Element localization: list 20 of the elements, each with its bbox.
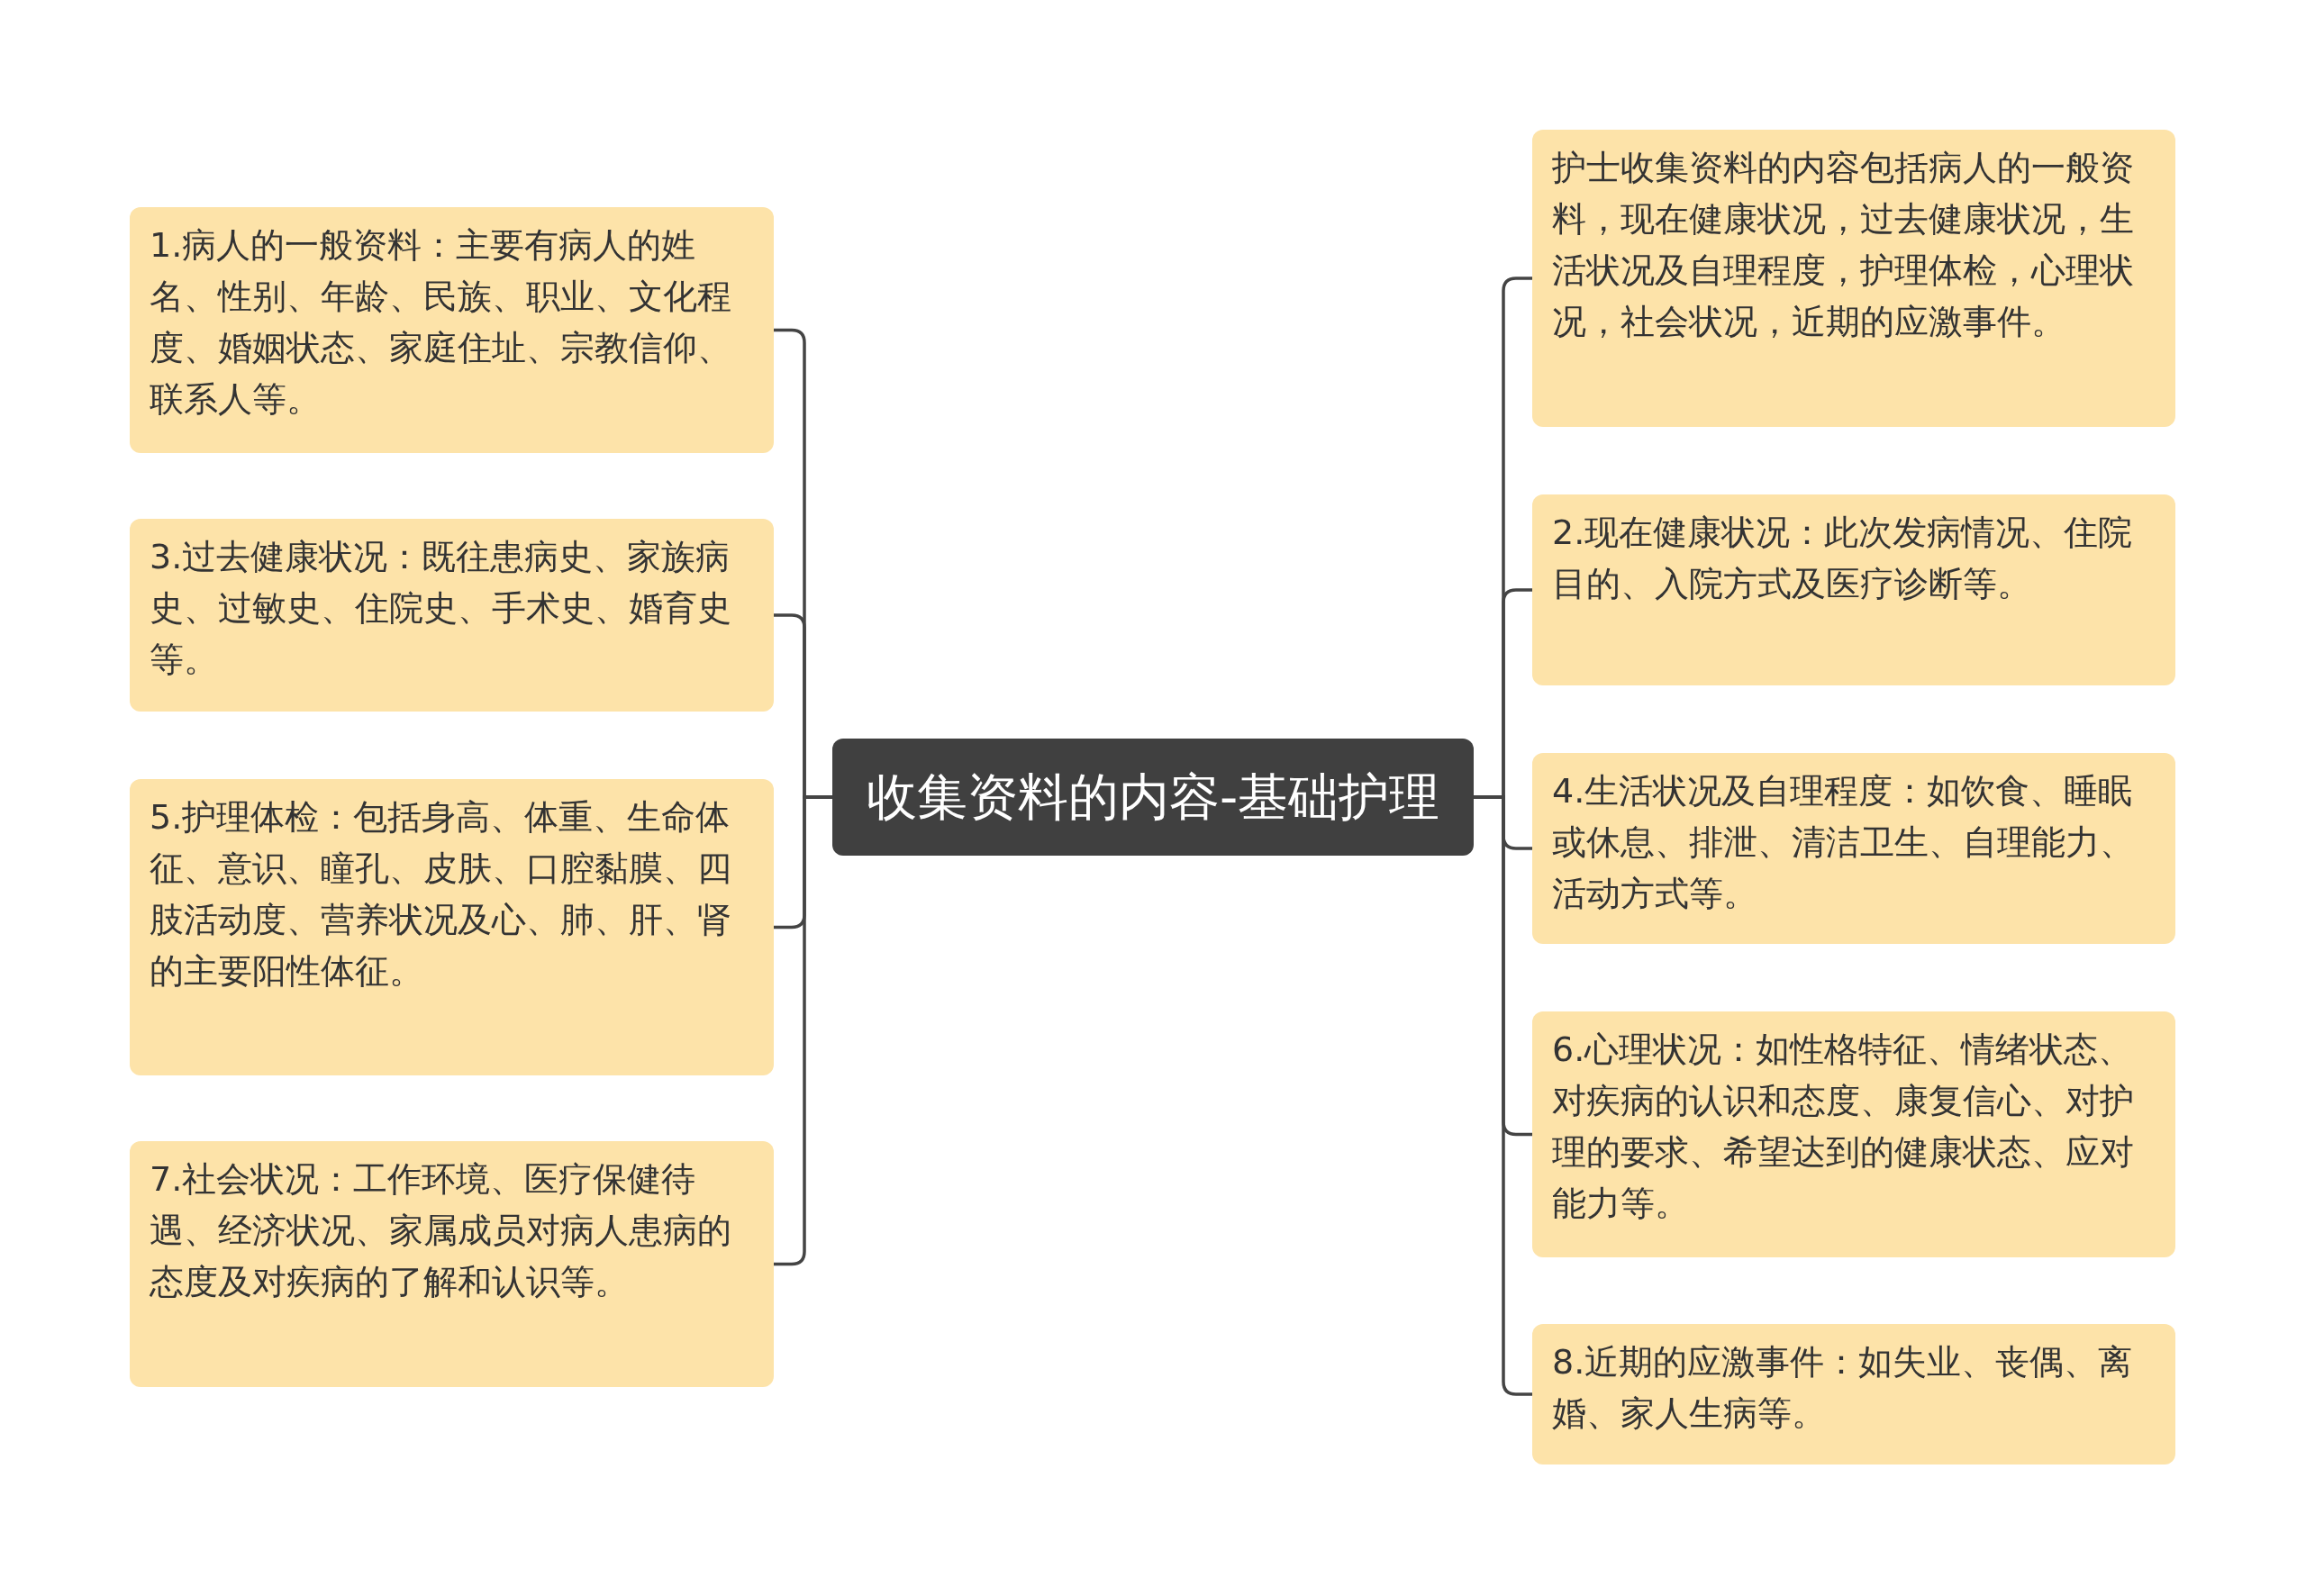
topic-text: 6.心理状况：如性格特征、情绪状态、对疾病的认识和态度、康复信心、对护理的要求、希望达到的健康状态、应对能力等。 xyxy=(1552,1029,2134,1223)
topic-box xyxy=(1532,1324,2175,1465)
topic-box xyxy=(130,779,774,1075)
topic-text: 5.护理体检：包括身高、体重、生命体征、意识、瞳孔、皮肤、口腔黏膜、四肢活动度、营养状况及心、肺、肝、肾的主要阳性体征。 xyxy=(150,797,731,991)
topic-box xyxy=(130,207,774,453)
central-topic-box xyxy=(832,739,1474,856)
topic-text: 1.病人的一般资料：主要有病人的姓名、性别、年龄、民族、职业、文化程度、婚姻状态、家庭住址、宗教信仰、联系人等。 xyxy=(150,225,731,419)
topic-box xyxy=(1532,130,2175,427)
topic-text: 8.近期的应激事件：如失业、丧偶、离婚、家人生病等。 xyxy=(1552,1342,2133,1433)
topic-box xyxy=(130,519,774,712)
topic-text: 护士收集资料的内容包括病人的一般资料，现在健康状况，过去健康状况，生活状况及自理程度，护理体检，心理状况，社会状况，近期的应激事件。 xyxy=(1552,148,2134,341)
topic-text: 2.现在健康状况：此次发病情况、住院目的、入院方式及医疗诊断等。 xyxy=(1552,512,2133,603)
topic-box xyxy=(1532,1011,2175,1257)
topic-text: 收集资料的内容-基础护理 xyxy=(866,766,1440,828)
topic-text: 7.社会状况：工作环境、医疗保健待遇、经济状况、家属成员对病人患病的态度及对疾病的了解和认识等。 xyxy=(150,1159,731,1301)
topic-text: 4.生活状况及自理程度：如饮食、睡眠或休息、排泄、清洁卫生、自理能力、活动方式等。 xyxy=(1552,771,2134,913)
topic-box xyxy=(1532,753,2175,944)
topic-box xyxy=(1532,494,2175,685)
topic-box xyxy=(130,1141,774,1387)
topic-text: 3.过去健康状况：既往患病史、家族病史、过敏史、住院史、手术史、婚育史等。 xyxy=(150,537,731,679)
